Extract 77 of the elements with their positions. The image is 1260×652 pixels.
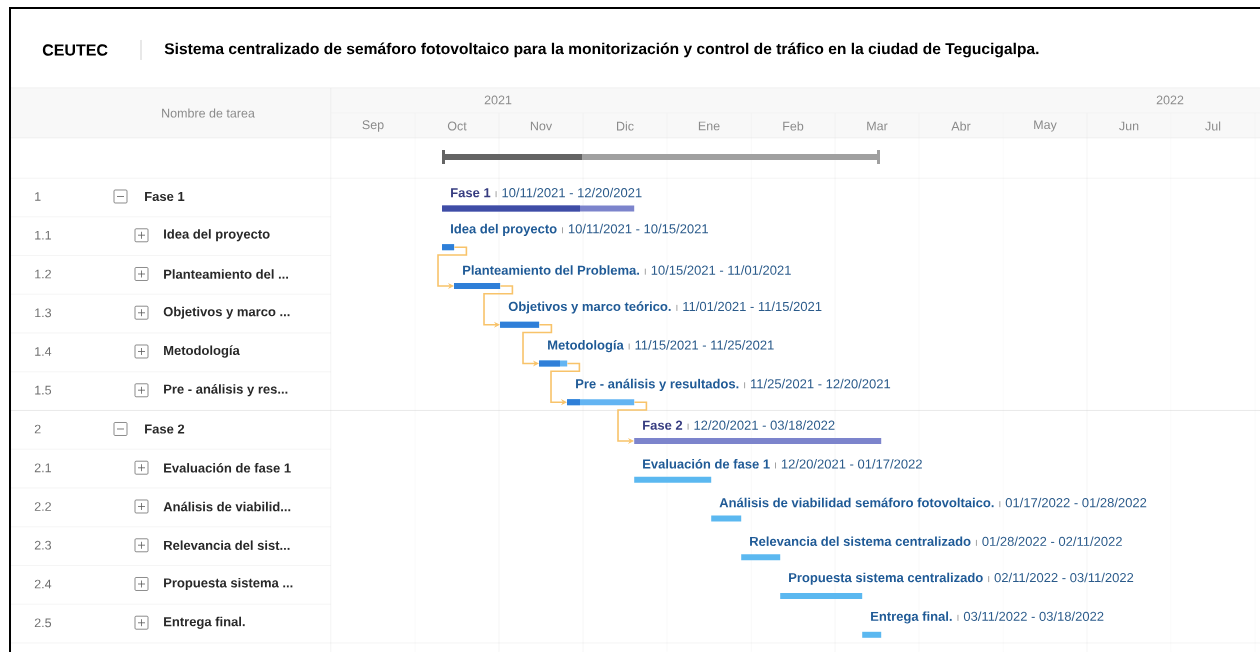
node-label: Propuesta sistema centralizado	[789, 572, 983, 585]
row-number: 1.3	[35, 308, 52, 318]
row-number: 1.5	[35, 385, 52, 395]
node-label: Metodología	[548, 340, 624, 353]
task-name: Fase 1	[145, 191, 185, 202]
task-bar: Metodología 11/15/2021 - 11/25/2021	[539, 340, 774, 367]
row-number: 1	[35, 192, 41, 201]
task-bar: Pre - análisis y resultados. 11/25/2021 - 12/20/2021	[567, 378, 891, 406]
node-label: Entrega final.	[871, 611, 952, 624]
row-number: 2.1	[34, 463, 51, 473]
node-label: 12/20/2021 - 03/18/2022	[694, 420, 835, 430]
row-number: 1.1	[35, 230, 51, 240]
month-label: Sep	[362, 120, 384, 132]
node-label: 11/01/2021 - 11/15/2021	[683, 301, 822, 312]
node-label: 11/25/2021 - 12/20/2021	[751, 378, 891, 389]
row-number: 2.3	[34, 540, 52, 550]
node-label: 10/11/2021 - 12/20/2021	[502, 187, 642, 198]
node-label: Fase 1	[451, 188, 491, 198]
month-label: Nov	[530, 121, 553, 131]
node-label: 12/20/2021 - 01/17/2022	[781, 459, 922, 469]
task-name: Análisis de viabilid...	[163, 501, 291, 512]
month-label: Ene	[698, 121, 720, 131]
task-bar: Planteamiento del Problema. 10/15/2021 - 11/01/2021	[454, 265, 791, 289]
task-bar: Entrega final. 03/11/2022 - 03/18/2022	[862, 611, 1104, 638]
row-number: 2.5	[34, 618, 52, 628]
task-bar: Evaluación de fase 1 12/20/2021 - 01/17/2022	[634, 458, 922, 483]
node-label: Fase 2	[643, 420, 683, 430]
node-label: Pre - análisis y resultados.	[576, 378, 739, 391]
task-bar: Análisis de viabilidad semáforo fotovoltaico. 01/17/2022 - 01/28/2022	[711, 497, 1147, 522]
column-header: Nombre de tarea	[162, 108, 255, 118]
month-label: May	[1034, 120, 1057, 132]
node-label: Relevancia del sistema centralizado	[750, 536, 971, 546]
month-label: Abr	[951, 121, 971, 131]
node-label: Planteamiento del Problema.	[463, 265, 640, 275]
task-bar: Idea del proyecto 10/11/2021 - 10/15/2021	[442, 223, 708, 251]
task-bar: Relevancia del sistema centralizado 01/28/2022 - 02/11/2022	[741, 536, 1122, 561]
node-label: 10/11/2021 - 10/15/2021	[568, 223, 708, 234]
month-label: Mar	[867, 121, 888, 131]
month-label: Dic	[617, 121, 634, 131]
node-label: Objetivos y marco teórico.	[508, 301, 671, 314]
task-name: Planteamiento del ...	[164, 269, 288, 279]
node-label: Evaluación de fase 1	[643, 458, 770, 469]
year-label: 2022	[1156, 95, 1184, 105]
month-label: Jul	[1205, 121, 1221, 131]
month-label: Oct	[447, 121, 467, 131]
node-label: Idea del proyecto	[451, 223, 557, 236]
task-bar: Fase 2 12/20/2021 - 03/18/2022	[634, 420, 882, 444]
task-name: Fase 2	[145, 424, 185, 434]
node-label: 11/15/2021 - 11/25/2021	[635, 340, 774, 350]
task-name: Propuesta sistema ...	[164, 577, 293, 591]
node-label: 01/17/2022 - 01/28/2022	[1005, 497, 1147, 508]
task-name: Idea del proyecto	[164, 229, 270, 242]
task-bar: Objetivos y marco teórico. 11/01/2021 - 11/15/2021	[500, 301, 822, 328]
row-number: 2.2	[34, 502, 51, 511]
node-label: Análisis de viabilidad semáforo fotovoltaico.	[719, 497, 994, 508]
year-label: 2021	[484, 95, 512, 105]
row-number: 1.4	[35, 347, 52, 356]
task-name: Relevancia del sist...	[164, 540, 290, 550]
task-name: Pre - análisis y res...	[164, 384, 288, 397]
month-label: Feb	[783, 121, 804, 131]
task-name: Evaluación de fase 1	[164, 462, 291, 473]
node-label: 10/15/2021 - 11/01/2021	[651, 265, 791, 275]
task-bar: Fase 1 10/11/2021 - 12/20/2021	[442, 187, 642, 212]
task-name: Metodología	[164, 345, 240, 358]
task-name: Objetivos y marco ...	[163, 306, 290, 319]
title: Sistema centralizado de semáforo fotovoltaico para la monitorización y control de tráfico en la ciudad de Tegucigalpa.	[164, 42, 1039, 58]
month-label: Jun	[1119, 121, 1139, 131]
node-label: 01/28/2022 - 02/11/2022	[982, 536, 1122, 546]
row-number: 1.2	[35, 269, 51, 279]
university-name: CEUTEC	[42, 44, 108, 56]
node-label: 02/11/2022 - 03/11/2022	[994, 572, 1134, 583]
row-number: 2.4	[34, 579, 52, 589]
node-label: 03/11/2022 - 03/18/2022	[963, 611, 1104, 621]
task-name: Entrega final.	[164, 616, 245, 629]
row-number: 2	[34, 424, 41, 434]
task-bar: Propuesta sistema centralizado 02/11/2022 - 03/11/2022	[780, 572, 1134, 599]
dependency-arrow	[483, 285, 514, 328]
